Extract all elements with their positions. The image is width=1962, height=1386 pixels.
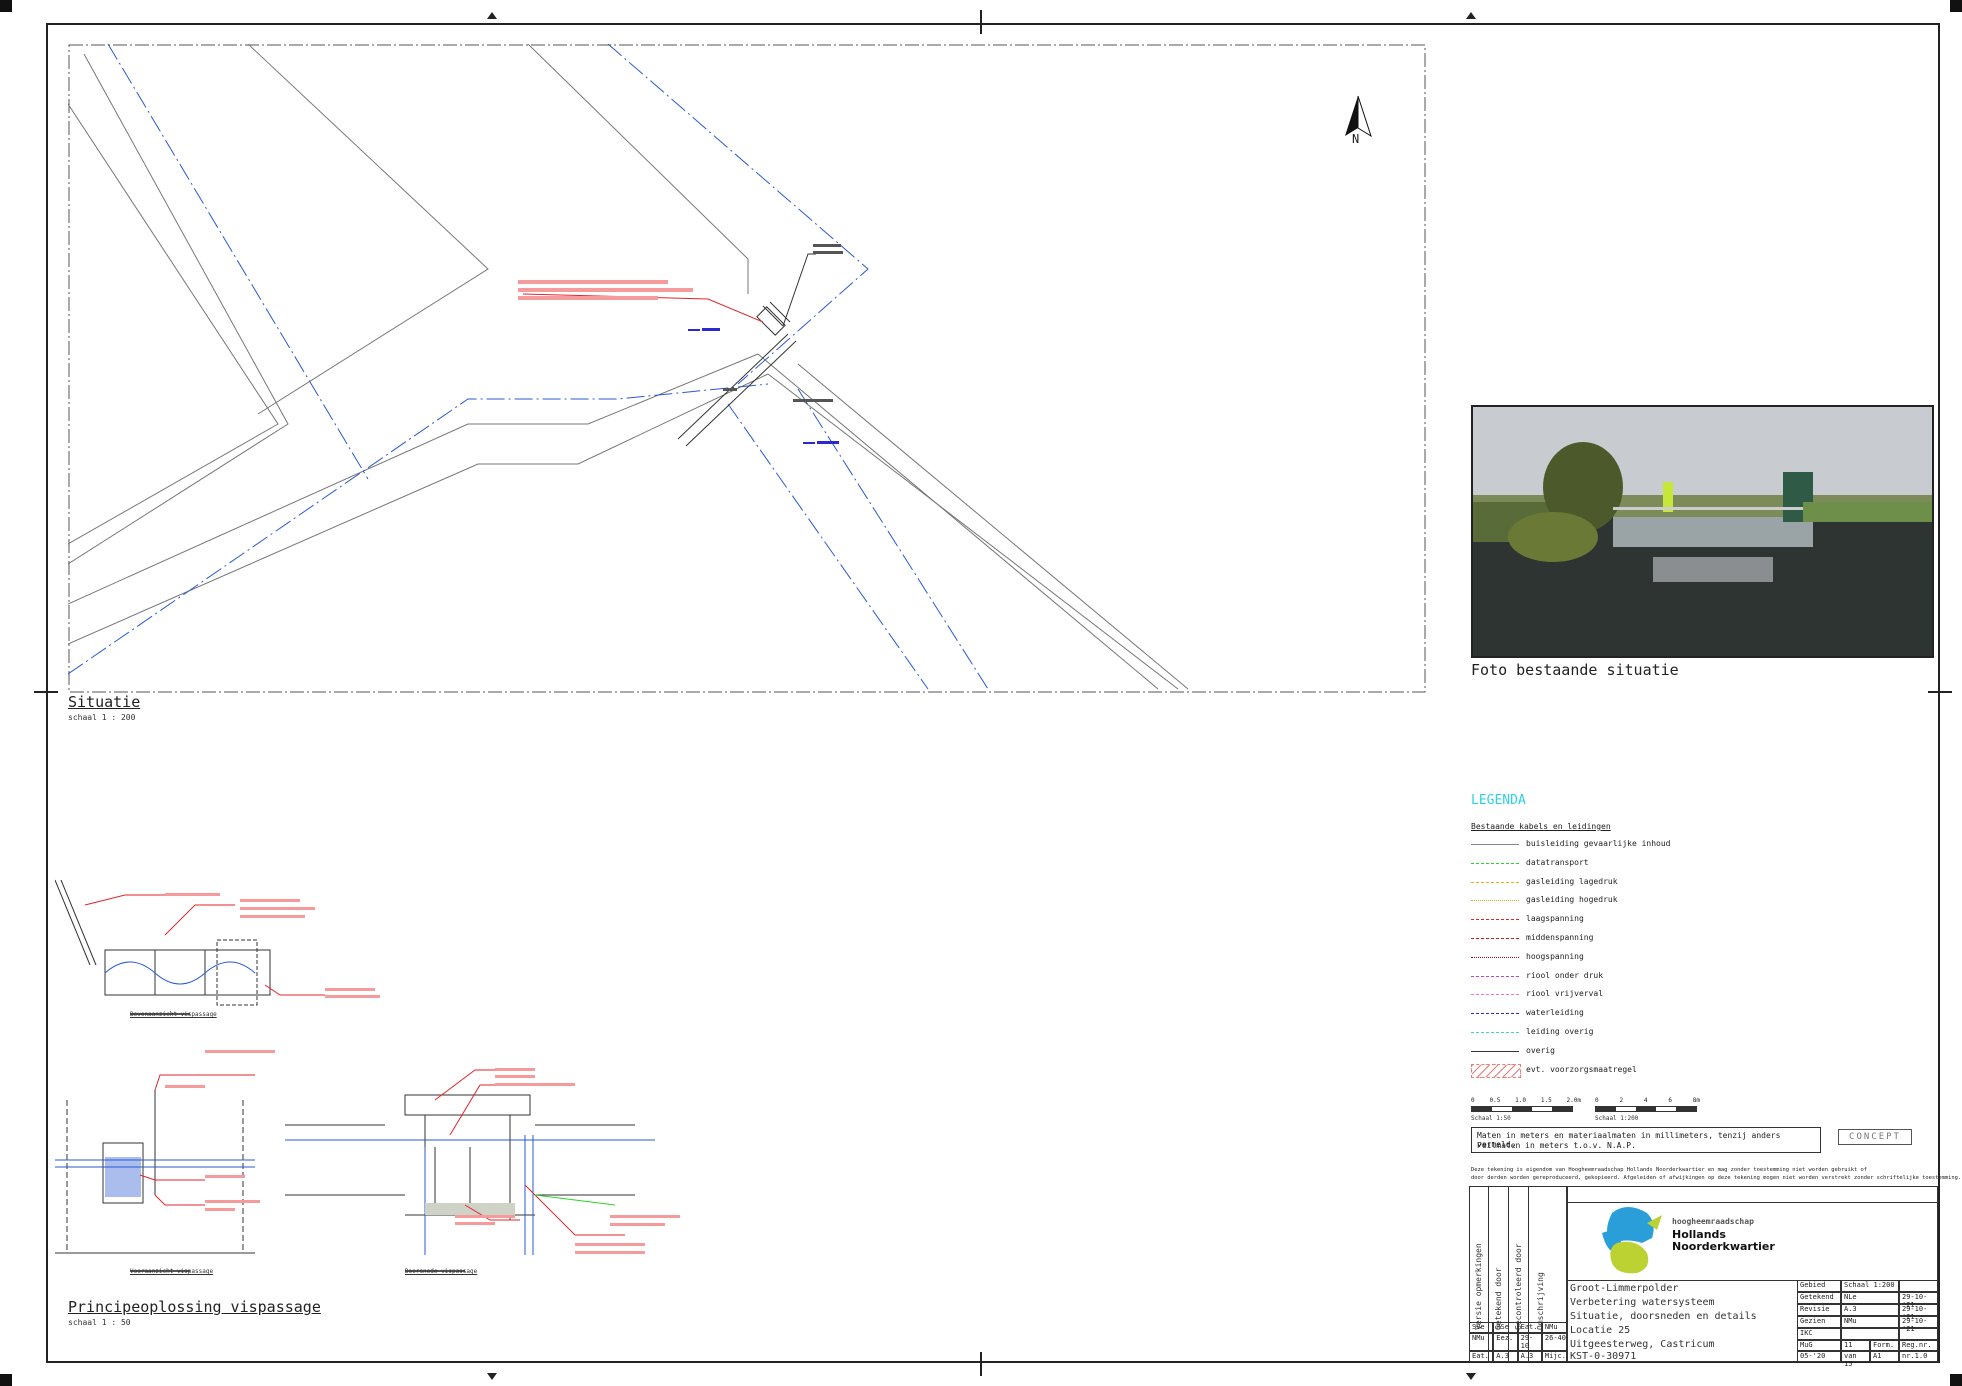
disclaimer-2: door derden worden gereproduceerd, gekop… — [1471, 1175, 1962, 1181]
corner-mark — [1950, 0, 1962, 12]
notes-box: Maten in meters en materiaalmaten in mil… — [1471, 1127, 1821, 1153]
sheet-info-table: MuG 11 Form. Reg.nr. 05-'20 van 15 A1 nr… — [1797, 1340, 1938, 1368]
side-header-3: Gecontroleerd door — [1514, 1243, 1523, 1330]
legend-label: gasleiding hogedruk — [1526, 895, 1618, 905]
disclaimer-1: Deze tekening is eigendom van Hoogheemra… — [1471, 1167, 1867, 1173]
legend-symbol — [1471, 1050, 1519, 1052]
sub-label-vooraanzicht: Vooraanzicht vispassage — [130, 1268, 214, 1275]
project-line: Verbetering watersysteem — [1570, 1297, 1715, 1308]
site-photo — [1471, 405, 1934, 658]
sub-label-bovenaanzicht: Bovenaanzicht vispassage — [130, 1011, 217, 1018]
note-line-2: Peilmaten in meters t.o.v. N.A.P. — [1477, 1141, 1636, 1150]
legend-symbol — [1471, 919, 1519, 921]
sub-label-doorsnede: Doorsnede vispassage — [405, 1268, 478, 1275]
concept-stamp: CONCEPT — [1838, 1129, 1912, 1145]
org-line-1: Hollands — [1672, 1228, 1726, 1241]
fold-arrow — [487, 1373, 497, 1380]
meta-table: Gebied Schaal 1:200 Getekend NLe 29-10-'… — [1797, 1280, 1938, 1340]
center-tick — [980, 10, 982, 34]
legend-label: overig — [1526, 1045, 1555, 1055]
legend-label: gasleiding lagedruk — [1526, 876, 1618, 886]
legend-title: LEGENDA — [1471, 793, 1526, 808]
fold-arrow — [1466, 12, 1476, 19]
fold-arrow — [1466, 1373, 1476, 1380]
scalebar-left — [1471, 1106, 1573, 1112]
hhnk-logo-icon — [1602, 1207, 1662, 1274]
legend-symbol — [1471, 938, 1519, 939]
legend-symbol — [1471, 994, 1519, 996]
legend-label: datatransport — [1526, 857, 1589, 867]
legend-label: middenspanning — [1526, 933, 1594, 942]
project-line: Locatie 25 — [1570, 1325, 1631, 1336]
project-line: Uitgeesterweg, Castricum — [1570, 1339, 1715, 1350]
legend-symbol — [1471, 881, 1519, 883]
legend-symbol — [1471, 975, 1519, 977]
legend-symbol — [1471, 1032, 1519, 1033]
legend-symbol — [1471, 900, 1519, 902]
project-line: KST-0-30971 — [1570, 1351, 1637, 1362]
side-header-2: Getekend door — [1494, 1267, 1503, 1330]
center-tick — [980, 1352, 982, 1376]
scalebar-right — [1595, 1106, 1697, 1112]
legend-label: riool onder druk — [1526, 970, 1604, 980]
photo-caption: Foto bestaande situatie — [1471, 661, 1679, 679]
scalebar-left-label: Schaal 1:50 — [1471, 1115, 1511, 1122]
legend-label: evt. voorzorgsmaatregel — [1526, 1064, 1637, 1074]
fold-arrow — [487, 12, 497, 19]
center-tick — [1928, 691, 1952, 693]
legend-label: waterleiding — [1526, 1008, 1584, 1018]
corner-mark — [0, 0, 12, 12]
project-line: Situatie, doorsneden en details — [1570, 1311, 1757, 1322]
corner-mark — [0, 1374, 12, 1386]
legend-label: leiding overig — [1526, 1027, 1594, 1036]
legend-symbol — [1471, 1013, 1519, 1015]
legend-symbol — [1471, 844, 1519, 845]
principe-title: Principeoplossing vispassage — [68, 1298, 321, 1316]
principle-details — [55, 879, 680, 1272]
note-line-1: Maten in meters en materiaalmaten in mil… — [1477, 1131, 1781, 1149]
scalebar-right-label: Schaal 1:200 — [1595, 1115, 1639, 1122]
legend-symbol — [1471, 956, 1519, 958]
principe-scale: schaal 1 : 50 — [68, 1318, 131, 1327]
legend-label: buisleiding gevaarlijke inhoud — [1526, 839, 1671, 848]
situation-plan — [68, 44, 1426, 693]
north-label: N — [1352, 132, 1360, 146]
org-small: hoogheemraadschap — [1672, 1217, 1754, 1226]
corner-mark — [1950, 1374, 1962, 1386]
legend-label: hoogspanning — [1526, 951, 1584, 961]
drawing-sheet — [46, 23, 1940, 1363]
legend-label: laagspanning — [1526, 914, 1584, 924]
project-line: Groot-Limmerpolder — [1570, 1283, 1679, 1294]
revision-grid: SVe RSe Eat. NMu NMu Eez. 29-10 26-40 Ea… — [1469, 1322, 1567, 1362]
legend-label: riool vrijverval — [1526, 989, 1604, 999]
side-header-1: Versie opmerkingen — [1474, 1243, 1483, 1330]
legend-symbol — [1471, 862, 1519, 864]
north-arrow-icon — [1345, 95, 1372, 138]
legend-symbol — [1471, 1063, 1521, 1078]
situatie-scale: schaal 1 : 200 — [68, 713, 136, 722]
legend-subtitle: Bestaande kabels en leidingen — [1471, 822, 1611, 831]
situatie-title: Situatie — [68, 693, 141, 711]
center-tick — [34, 691, 58, 693]
org-line-2: Noorderkwartier — [1672, 1240, 1775, 1253]
